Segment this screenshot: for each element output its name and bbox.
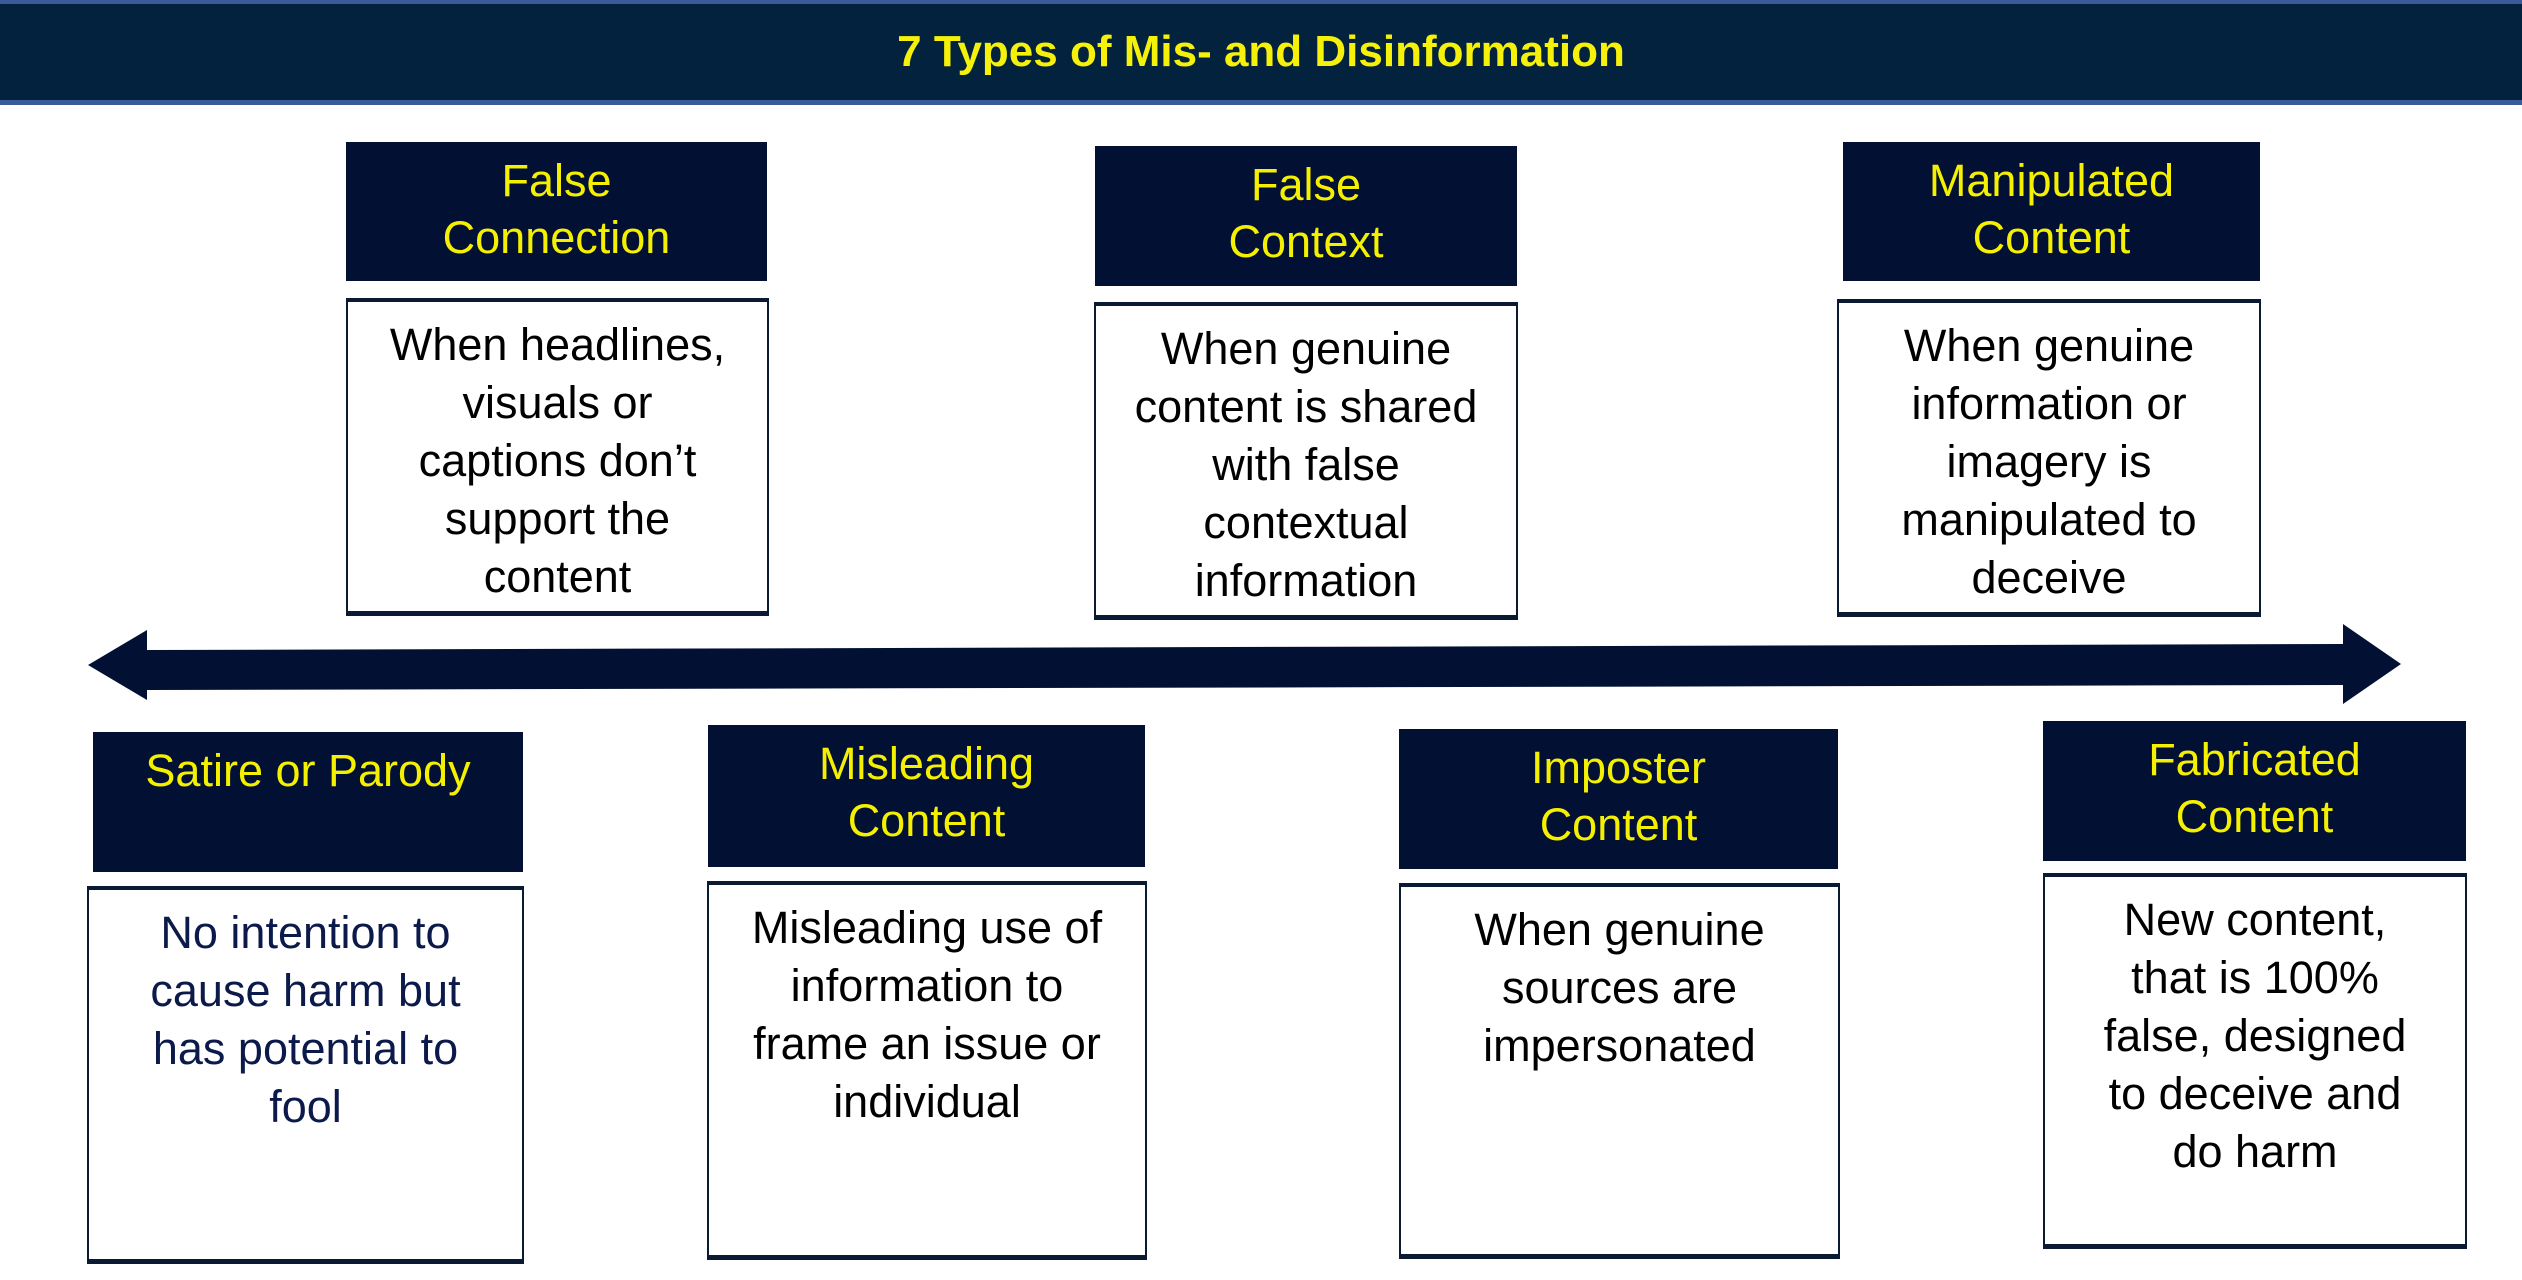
description-text: When genuine content is shared with fals…: [1134, 323, 1478, 606]
page-title: 7 Types of Mis- and Disinformation: [897, 27, 1625, 76]
type-description-manipulated-content: When genuine information or imagery is m…: [1837, 299, 2261, 617]
double-headed-arrow: [88, 624, 2401, 704]
type-label: Imposter Content: [1530, 742, 1707, 850]
description-text: When headlines, visuals or captions don’…: [389, 319, 726, 602]
type-label: Fabricated Content: [2148, 734, 2361, 842]
type-label: False Context: [1228, 159, 1384, 267]
description-text: When genuine sources are impersonated: [1474, 904, 1765, 1071]
type-description-misleading-content: Misleading use of information to frame a…: [707, 881, 1147, 1260]
type-header-false-context: False Context: [1095, 146, 1517, 286]
type-label: Misleading Content: [818, 738, 1035, 846]
type-header-manipulated-content: Manipulated Content: [1843, 142, 2260, 281]
type-description-false-context: When genuine content is shared with fals…: [1094, 302, 1518, 620]
type-header-satire-or-parody: Satire or Parody: [93, 732, 523, 872]
type-label: Satire or Parody: [145, 745, 471, 796]
description-text: No intention to cause harm but has poten…: [150, 907, 461, 1132]
type-header-false-connection: False Connection: [346, 142, 767, 281]
type-description-imposter-content: When genuine sources are impersonated: [1399, 883, 1840, 1259]
description-text: When genuine information or imagery is m…: [1901, 320, 2197, 603]
type-label: False Connection: [442, 155, 671, 263]
type-description-fabricated-content: New content, that is 100% false, designe…: [2043, 873, 2467, 1249]
type-label: Manipulated Content: [1928, 155, 2175, 263]
type-description-false-connection: When headlines, visuals or captions don’…: [346, 298, 769, 616]
description-text: New content, that is 100% false, designe…: [2103, 894, 2407, 1177]
type-header-misleading-content: Misleading Content: [708, 725, 1145, 867]
type-description-satire-or-parody: No intention to cause harm but has poten…: [87, 886, 524, 1264]
description-text: Misleading use of information to frame a…: [751, 902, 1103, 1127]
type-header-fabricated-content: Fabricated Content: [2043, 721, 2466, 861]
type-header-imposter-content: Imposter Content: [1399, 729, 1838, 869]
title-bar: 7 Types of Mis- and Disinformation: [0, 0, 2522, 105]
